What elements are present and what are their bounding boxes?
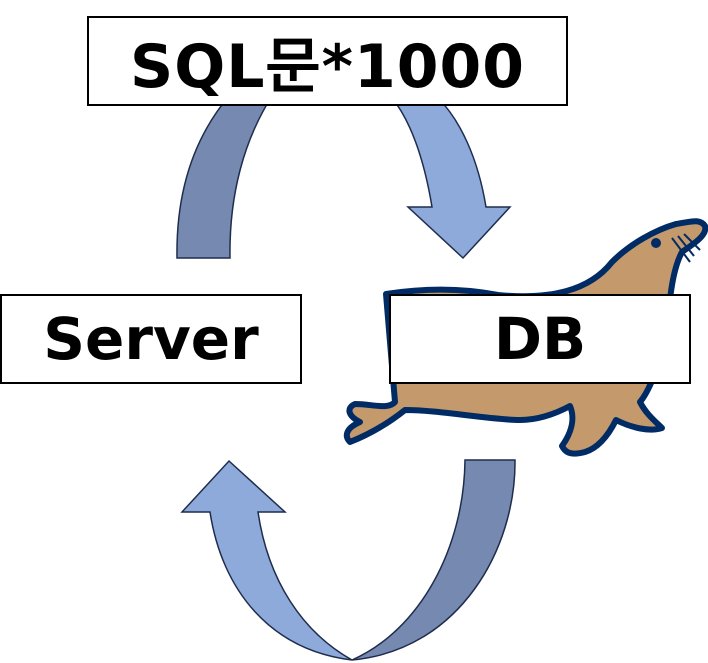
seal-eye [651, 238, 661, 248]
arrow-query-to-db [390, 97, 512, 260]
db-node: DB [389, 294, 691, 384]
db-label: DB [493, 305, 587, 373]
query-node: SQL문*1000 [87, 16, 568, 106]
seal-whiskers [671, 233, 701, 263]
server-label: Server [43, 305, 259, 373]
arrow-to-server [180, 459, 353, 661]
server-node: Server [0, 294, 302, 384]
query-label: SQL문*1000 [129, 31, 526, 102]
arrow-db-to-server-band [351, 459, 516, 661]
